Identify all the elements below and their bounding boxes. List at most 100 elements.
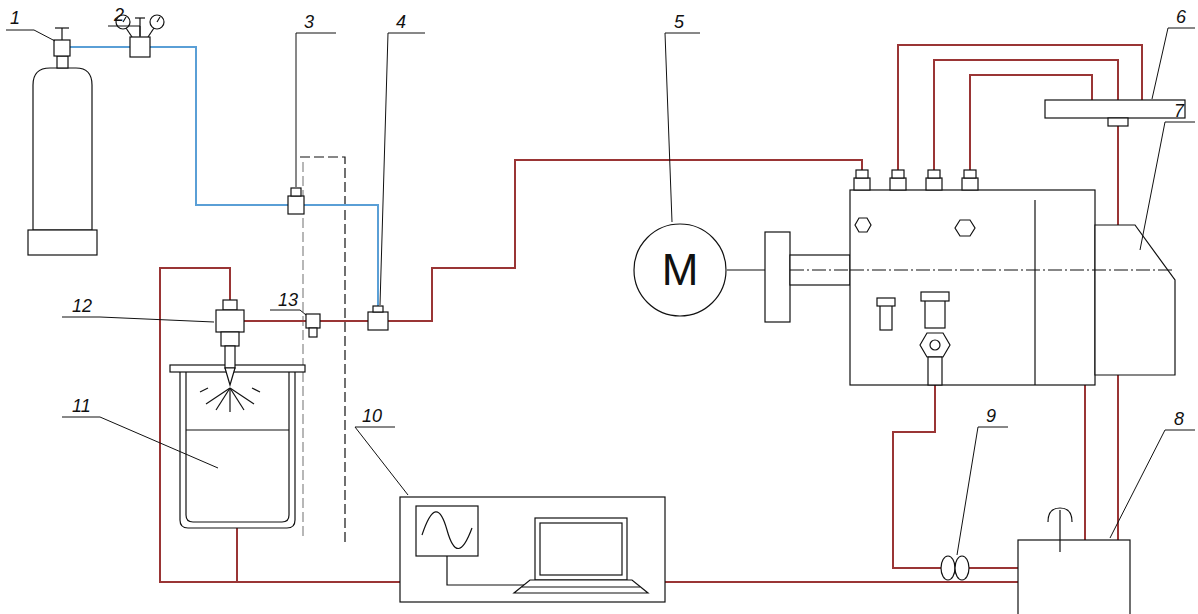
fuel-filter-part (941, 556, 955, 580)
injection-pump-part (921, 292, 949, 301)
nozzle-rack (1045, 100, 1185, 126)
motor-circle: M (633, 223, 727, 317)
injection-pump-part (1095, 225, 1175, 375)
callout-number: 7 (1174, 101, 1184, 121)
callout-number: 5 (674, 12, 684, 32)
tee-fitting-part (373, 306, 383, 312)
pressure-sensor-part (309, 328, 317, 337)
injector-part (206, 388, 230, 404)
dashed-boundary-part (300, 157, 345, 545)
leader-lines-part (355, 427, 408, 495)
injector-part (252, 388, 260, 392)
injection-pump-part (850, 190, 1095, 385)
nozzle-rack-part (1108, 118, 1128, 126)
gas-cylinder-part (54, 40, 70, 56)
callout-number: 10 (362, 406, 382, 426)
gas-valve-part (288, 196, 304, 214)
nozzle-rack-part (1045, 100, 1185, 118)
gas-cylinder (28, 28, 97, 255)
callout-number: 9 (986, 406, 996, 426)
injection-pump-part (1034, 200, 1035, 385)
recording-system-part (535, 518, 627, 580)
gas-line-part (150, 47, 288, 205)
gas-cylinder-part (61, 28, 62, 40)
tee-fitting-part (368, 312, 388, 330)
injection-pump-part (892, 170, 904, 178)
callout-number: 3 (304, 12, 314, 32)
gas-line-part (304, 205, 378, 312)
injection-pump-part (928, 357, 942, 385)
fuel-line-part (160, 268, 1018, 582)
injection-pump-part (928, 170, 940, 178)
recording-system-part (400, 497, 665, 602)
pressure-sensor-part (306, 314, 320, 328)
fuel-line-part (970, 75, 1092, 170)
leader-lines-part (62, 417, 218, 468)
fuel-line-part (236, 528, 238, 582)
injector-part (200, 388, 260, 412)
recording-system-part (540, 523, 622, 575)
leader-lines-part (1110, 430, 1195, 538)
injection-pump-part (955, 220, 975, 236)
callout-number: 1 (10, 8, 20, 28)
leader-lines-part (665, 33, 700, 222)
pressure-sensor (306, 314, 320, 337)
injection-pump-part (962, 178, 978, 190)
injection-pump-part (854, 178, 870, 190)
leader-lines-part (957, 427, 1008, 555)
injector-part (200, 388, 208, 392)
leader-lines (6, 26, 1195, 555)
injection-pump-part (930, 340, 940, 350)
gas-cylinder-part (33, 68, 92, 230)
leader-lines-part (1152, 28, 1195, 99)
gas-cylinder-part (55, 27, 69, 28)
injector-part (225, 368, 235, 385)
fuel-line-part (969, 567, 1018, 569)
injection-pump (850, 170, 1175, 385)
measuring-vessel-part (170, 365, 305, 372)
callout-number: 6 (1176, 7, 1186, 27)
callout-number: 8 (1174, 409, 1184, 429)
recording-system-part (522, 586, 640, 587)
injector-part (216, 388, 230, 410)
injection-pump-part (856, 170, 868, 178)
measuring-vessel (170, 365, 305, 528)
callout-number: 13 (278, 290, 298, 310)
fuel-tank (1018, 508, 1130, 614)
drive-coupling-part (727, 269, 765, 270)
fuel-tank-part (1059, 510, 1060, 552)
drive-coupling-part (790, 255, 850, 285)
injector-part (230, 388, 244, 410)
callout-number: 2 (114, 5, 124, 25)
pressure-regulator-part (130, 37, 150, 57)
fuel-line-part (244, 320, 306, 322)
injector-part (229, 388, 230, 412)
motor-outline-circle (634, 224, 726, 316)
injector-part (225, 346, 235, 368)
leader-lines-part (380, 33, 425, 305)
callout-number: 4 (396, 12, 406, 32)
recording-system-part (447, 556, 540, 585)
fuel-tank-part (1048, 508, 1072, 522)
injector-part (221, 332, 239, 346)
injection-pump-part (877, 298, 895, 306)
injector (200, 300, 260, 412)
injection-pump-part (850, 269, 1175, 270)
drive-coupling-part (790, 269, 850, 270)
gas-cylinder-part (28, 230, 97, 255)
injection-pump-part (925, 300, 945, 328)
leader-lines-part (6, 30, 55, 41)
injection-pump-part (926, 178, 942, 190)
callout-number: 11 (72, 396, 91, 416)
measuring-vessel-part (180, 372, 295, 528)
leader-lines-part (270, 310, 306, 315)
gas-line (70, 47, 378, 312)
fuel-filter-part (955, 556, 969, 580)
injection-pump-part (920, 333, 950, 357)
injection-pump-part (890, 178, 906, 190)
pressure-regulator-part (150, 15, 164, 29)
injection-pump-part (855, 218, 871, 232)
measuring-vessel-part (186, 372, 289, 522)
